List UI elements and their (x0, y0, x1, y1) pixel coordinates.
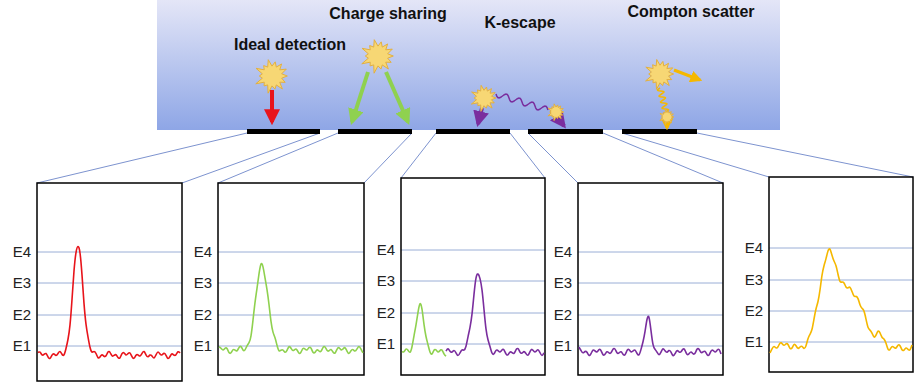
leader-line (37, 133, 247, 183)
pixel-electrode (338, 129, 412, 134)
photon-path (658, 88, 669, 112)
energy-threshold-line (578, 252, 723, 253)
energy-threshold-label: E2 (554, 306, 572, 324)
energy-threshold-label: E3 (745, 271, 763, 289)
pixel-electrode (436, 129, 510, 134)
detector-band: Ideal detection Charge sharingK-escape Com… (157, 0, 780, 130)
interaction-burst (646, 60, 674, 90)
energy-threshold-label: E2 (745, 302, 763, 320)
energy-threshold-line (578, 346, 723, 347)
leader-line (510, 133, 545, 178)
spectrum-curve (446, 274, 544, 356)
charge-arrow (352, 72, 368, 122)
energy-threshold-line (578, 283, 723, 284)
event-label: Charge sharing (329, 5, 446, 23)
energy-threshold-line (401, 344, 545, 345)
energy-threshold-label: E1 (745, 333, 763, 351)
energy-threshold-label: E4 (13, 243, 31, 261)
leader-line (697, 133, 913, 177)
spectrum-panel (218, 183, 364, 375)
event-label: Ideal detection (234, 36, 346, 54)
energy-threshold-label: E1 (194, 337, 212, 355)
energy-threshold-line (37, 315, 182, 316)
energy-threshold-label: E2 (377, 304, 395, 322)
spectrum-curve (38, 246, 180, 358)
interaction-burst (256, 60, 288, 93)
energy-threshold-line (769, 342, 913, 343)
energy-threshold-label: E4 (377, 241, 395, 259)
leader-line (528, 133, 578, 183)
leader-line (622, 133, 769, 177)
energy-threshold-label: E4 (194, 243, 212, 261)
spectrum-panel (769, 177, 913, 372)
energy-threshold-label: E3 (377, 272, 395, 290)
charge-arrow (674, 70, 700, 80)
energy-threshold-label: E3 (194, 274, 212, 292)
spectrum-panel (578, 183, 723, 375)
interaction-burst (471, 85, 496, 111)
energy-threshold-label: E3 (554, 274, 572, 292)
energy-threshold-label: E3 (13, 274, 31, 292)
energy-threshold-label: E4 (745, 239, 763, 257)
energy-threshold-line (578, 315, 723, 316)
energy-threshold-line (401, 281, 545, 282)
leader-line (182, 133, 320, 183)
interaction-burst (660, 110, 674, 125)
spectrum-panel (401, 178, 545, 375)
leader-line (364, 133, 412, 183)
energy-threshold-line (218, 283, 364, 284)
leader-line (401, 133, 436, 178)
spectrum-panel (37, 183, 182, 381)
energy-threshold-label: E1 (554, 337, 572, 355)
pixel-electrode (247, 129, 320, 134)
energy-threshold-line (769, 311, 913, 312)
energy-threshold-label: E1 (13, 337, 31, 355)
energy-threshold-label: E4 (554, 243, 572, 261)
spectrum-curve (219, 264, 363, 354)
energy-threshold-line (218, 252, 364, 253)
spectrum-curve (770, 249, 912, 353)
energy-threshold-line (218, 315, 364, 316)
charge-arrow (270, 90, 274, 122)
spectrum-curve (579, 316, 721, 355)
energy-threshold-line (37, 283, 182, 284)
energy-threshold-label: E2 (194, 306, 212, 324)
interaction-burst (548, 104, 564, 121)
energy-threshold-line (401, 250, 545, 251)
energy-threshold-line (37, 346, 182, 347)
energy-threshold-label: E2 (13, 306, 31, 324)
charge-arrow (386, 72, 408, 122)
spectrum-curve (402, 304, 446, 357)
event-label: Compton scatter (627, 3, 754, 21)
energy-threshold-line (769, 280, 913, 281)
event-label: K-escape (484, 14, 555, 32)
leader-line (218, 133, 338, 183)
energy-threshold-label: E1 (377, 335, 395, 353)
energy-threshold-line (769, 248, 913, 249)
pixel-electrode (528, 129, 603, 134)
interaction-burst (362, 40, 394, 73)
pixel-electrode (622, 129, 697, 134)
detector-band (157, 0, 780, 130)
photon-path (496, 94, 548, 110)
charge-arrow (558, 118, 564, 126)
energy-threshold-line (37, 252, 182, 253)
